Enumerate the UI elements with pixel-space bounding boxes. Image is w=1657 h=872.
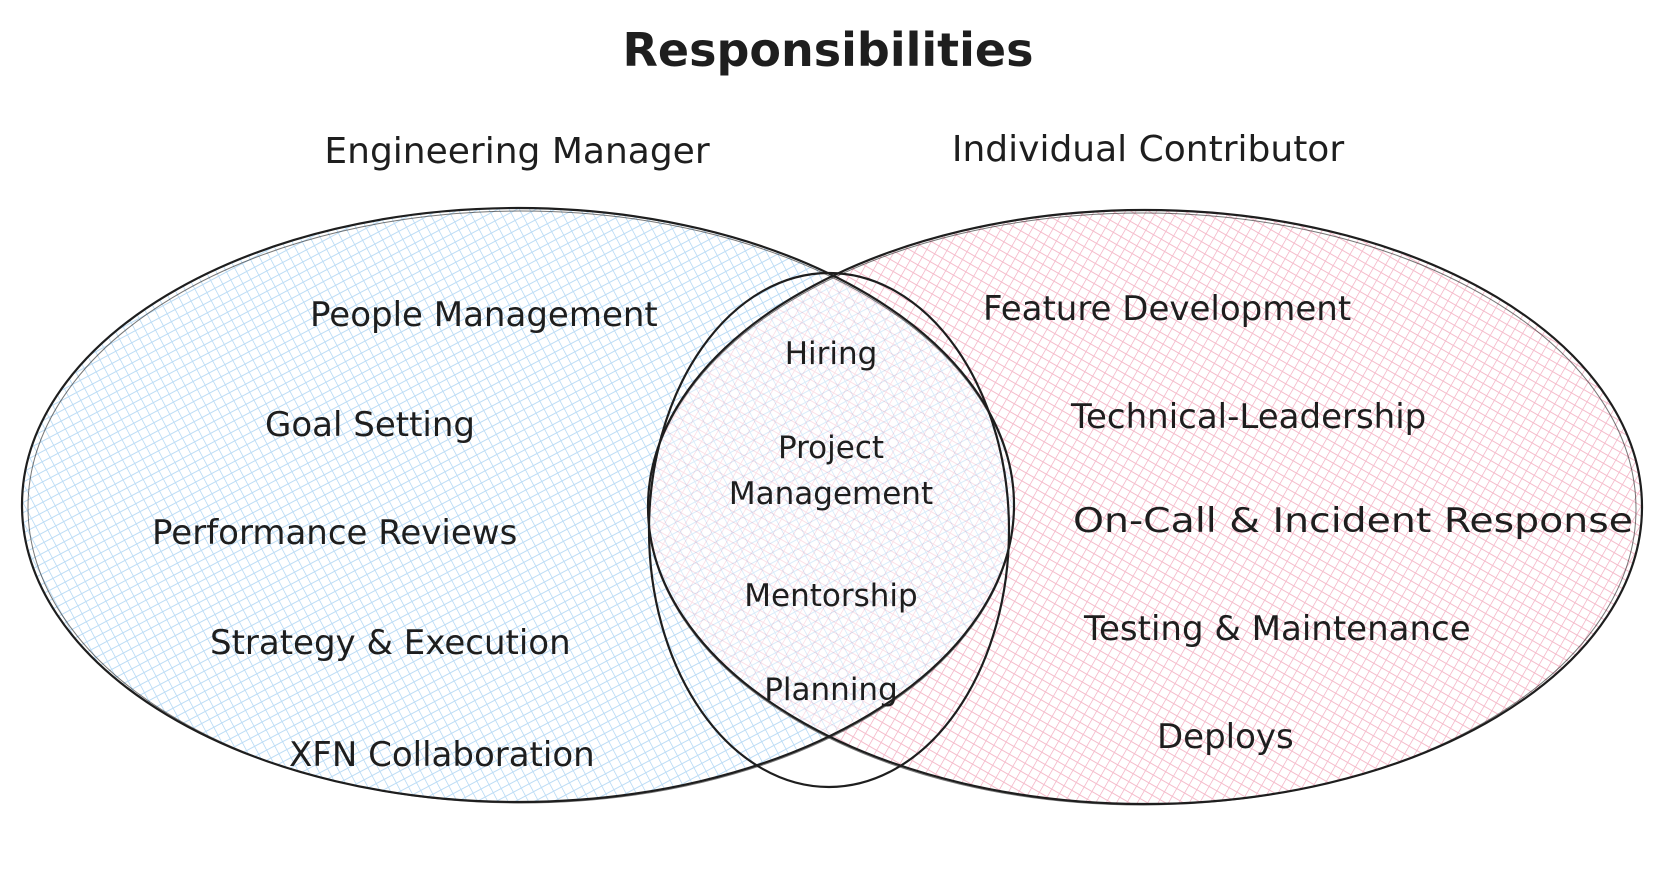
contributor-item: Deploys — [1157, 717, 1294, 757]
shared-item: Hiring — [785, 336, 878, 372]
contributor-item: Testing & Maintenance — [1083, 609, 1471, 649]
shared-item: Planning — [764, 672, 898, 708]
manager-item: Strategy & Execution — [210, 623, 571, 663]
manager-heading: Engineering Manager — [324, 131, 709, 172]
diagram-title: Responsibilities — [623, 23, 1034, 77]
shared-item: Management — [729, 476, 933, 512]
shared-item: Mentorship — [744, 578, 917, 614]
manager-item: XFN Collaboration — [289, 735, 595, 775]
contributor-item: Feature Development — [983, 289, 1351, 329]
contributor-item: On-Call & Incident Response — [1073, 501, 1633, 541]
manager-item: Performance Reviews — [152, 513, 517, 553]
shared-item: Project — [778, 430, 884, 466]
overlap-region — [648, 210, 1014, 802]
manager-item: People Management — [310, 295, 658, 335]
contributor-outline-sketch — [647, 212, 1637, 806]
manager-outline-sketch — [27, 210, 1015, 804]
manager-item: Goal Setting — [265, 405, 475, 445]
contributor-heading: Individual Contributor — [952, 129, 1344, 170]
contributor-item: Technical-Leadership — [1070, 397, 1426, 437]
